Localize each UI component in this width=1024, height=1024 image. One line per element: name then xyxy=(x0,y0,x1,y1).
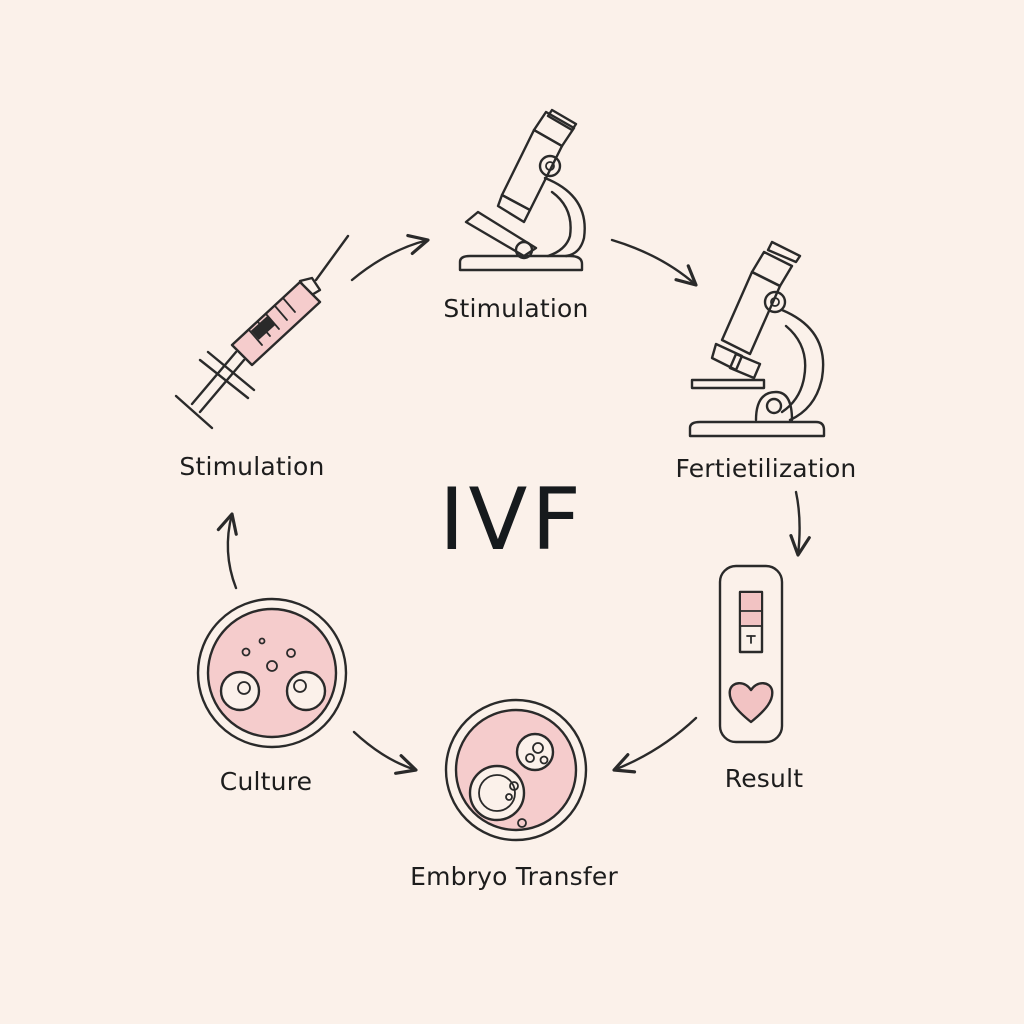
step-label-embryo-transfer: Embryo Transfer xyxy=(410,862,618,891)
microscope-icon-top xyxy=(458,108,586,272)
step-label-syringe: Stimulation xyxy=(179,452,325,481)
petri-dish-icon-culture xyxy=(196,597,348,749)
step-label-result: Result xyxy=(724,764,804,793)
arrow-culture-to-syringe xyxy=(216,512,238,590)
arrow-test-to-embryo xyxy=(612,716,698,774)
pregnancy-test-icon xyxy=(718,564,784,744)
syringe-icon xyxy=(174,234,350,430)
step-label-microscope-right: Fertietilization xyxy=(675,454,857,483)
arrow-microscope-to-test xyxy=(789,490,811,557)
arrow-syringe-to-microscope xyxy=(350,233,430,282)
arrow-culture-to-embryo xyxy=(352,730,418,775)
petri-dish-icon-embryo xyxy=(444,698,588,842)
microscope-icon-right xyxy=(688,240,826,438)
center-title: IVF xyxy=(439,470,585,570)
step-label-culture: Culture xyxy=(219,767,313,796)
step-label-microscope-top: Stimulation xyxy=(443,294,589,323)
arrow-microscope-to-microscope xyxy=(610,238,698,287)
